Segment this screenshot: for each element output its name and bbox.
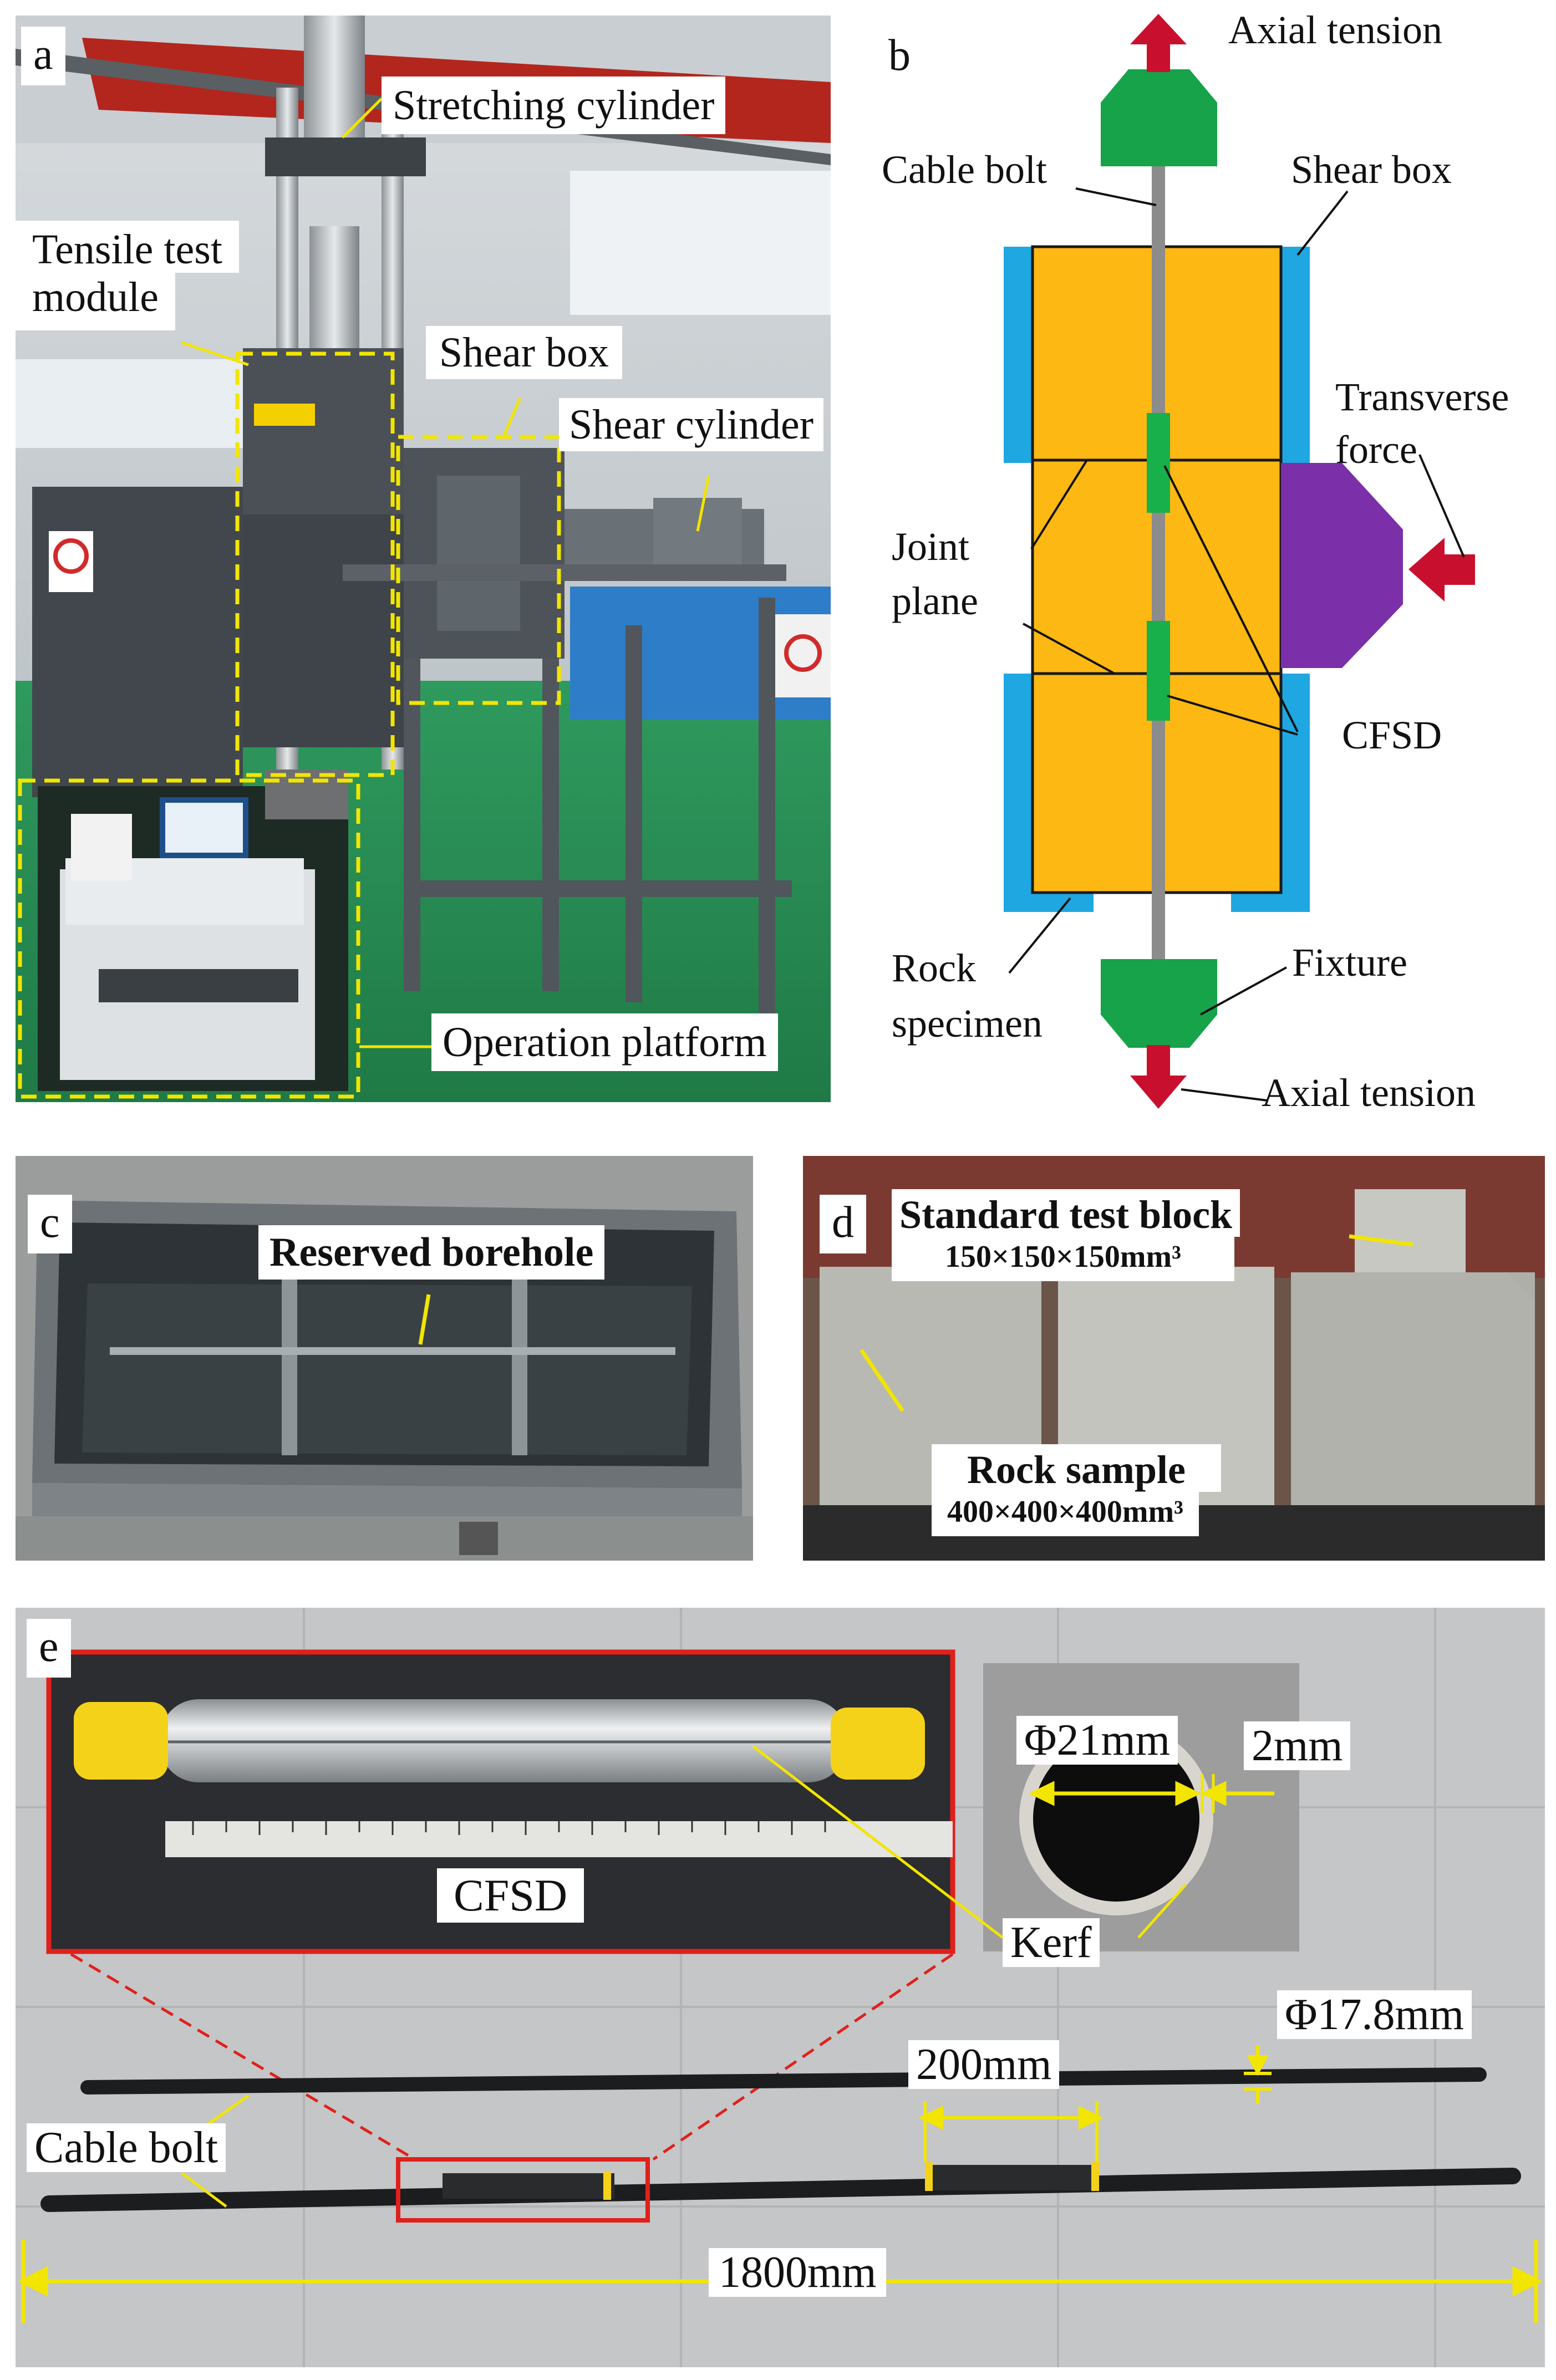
axial-tension-arrow-top bbox=[1130, 14, 1187, 72]
cfsd-segment-lower bbox=[1147, 621, 1170, 721]
shear-box-right-lower bbox=[1281, 674, 1310, 912]
label-joint-plane-line1: Joint bbox=[892, 524, 970, 569]
label-inner-diameter: Φ21mm bbox=[1016, 1716, 1178, 1765]
panel-c: c Reserved borehole bbox=[16, 1156, 753, 1561]
panel-b-letter: b bbox=[876, 28, 923, 86]
label-rock-specimen-line2: specimen bbox=[892, 1001, 1043, 1046]
leader-cable-bolt bbox=[1075, 187, 1157, 206]
label-axial-tension-bottom: Axial tension bbox=[1262, 1071, 1476, 1115]
label-rock-specimen-line1: Rock bbox=[892, 946, 976, 990]
label-wall-thickness: 2mm bbox=[1244, 1721, 1351, 1770]
shear-box-right-upper bbox=[1281, 247, 1310, 463]
label-reserved-borehole: Reserved borehole bbox=[258, 1225, 605, 1280]
panel-a-photo bbox=[16, 16, 831, 1102]
label-cable-diameter: Φ17.8mm bbox=[1277, 1990, 1472, 2039]
label-standard-test-block: Standard test block bbox=[892, 1189, 1240, 1237]
label-tensile-test-module-line2: module bbox=[16, 273, 175, 330]
leader-fixture bbox=[1200, 966, 1287, 1016]
panel-d: d Standard test block 150×150×150mm³ Roc… bbox=[803, 1156, 1545, 1561]
label-rock-sample-size: 400×400×400mm³ bbox=[932, 1492, 1199, 1536]
cfsd-end-cap-left bbox=[74, 1702, 168, 1780]
cfsd-on-cable-1 bbox=[443, 2173, 614, 2199]
fixture-bottom bbox=[1101, 959, 1217, 1048]
label-kerf: Kerf bbox=[1003, 1918, 1100, 1967]
cable-bolt-rod bbox=[1152, 166, 1165, 970]
leader-transverse-force bbox=[1418, 454, 1465, 558]
label-total-length: 1800mm bbox=[709, 2248, 887, 2297]
cfsd-segment-upper bbox=[1147, 413, 1170, 513]
label-rock-sample: Rock sample bbox=[932, 1444, 1221, 1492]
label-cfsd-b: CFSD bbox=[1342, 713, 1442, 757]
label-axial-tension-top: Axial tension bbox=[1228, 8, 1442, 52]
transverse-loading-block bbox=[1281, 463, 1403, 668]
leader-joint-plane-2 bbox=[1023, 623, 1115, 675]
cfsd-on-cable-2 bbox=[925, 2165, 1097, 2190]
label-fixture: Fixture bbox=[1292, 940, 1407, 985]
label-cable-bolt-e: Cable bolt bbox=[27, 2123, 226, 2172]
fixture-top bbox=[1101, 69, 1217, 166]
shear-box-right-lower-foot bbox=[1231, 893, 1310, 912]
panel-a-letter: a bbox=[21, 27, 65, 85]
cfsd-end-cap-right bbox=[831, 1708, 925, 1780]
cable-bolt-upper bbox=[80, 2067, 1487, 2094]
panel-e-letter: e bbox=[27, 1619, 71, 1678]
leader-cfsd-2 bbox=[1167, 695, 1298, 736]
cfsd-highlight-box bbox=[396, 2157, 650, 2223]
panel-d-letter: d bbox=[820, 1195, 866, 1253]
label-shear-box: Shear box bbox=[426, 326, 623, 379]
panel-b: b Axial tension Cable bolt Shear box Tra… bbox=[854, 0, 1556, 1125]
transverse-force-arrow bbox=[1408, 538, 1475, 602]
label-tensile-test-module-line1: Tensile test bbox=[16, 221, 239, 273]
label-shear-box-b: Shear box bbox=[1291, 147, 1452, 192]
label-cfsd-e: CFSD bbox=[437, 1868, 584, 1923]
leader-rock-specimen bbox=[1008, 897, 1071, 974]
shear-box-left-lower-foot bbox=[1033, 893, 1094, 912]
label-shear-cylinder: Shear cylinder bbox=[559, 398, 824, 451]
label-joint-plane-line2: plane bbox=[892, 579, 978, 623]
leader-cfsd-1 bbox=[1163, 465, 1299, 732]
leader-joint-plane-1 bbox=[1030, 459, 1088, 550]
label-cable-bolt-b: Cable bolt bbox=[882, 147, 1047, 192]
label-operation-platform: Operation platform bbox=[431, 1013, 778, 1071]
cable-bolt-lower bbox=[40, 2168, 1521, 2212]
leader-axial-tension-bottom bbox=[1181, 1088, 1268, 1102]
panel-c-photo bbox=[16, 1156, 753, 1561]
label-standard-test-block-size: 150×150×150mm³ bbox=[892, 1237, 1234, 1281]
shear-box-left-upper bbox=[1004, 247, 1033, 463]
label-transverse-force-line2: force bbox=[1335, 427, 1417, 472]
panel-a: a Stretching cylinder Tensile test modul… bbox=[16, 16, 831, 1102]
panel-a-annotations bbox=[18, 98, 710, 1099]
axial-tension-arrow-bottom bbox=[1130, 1045, 1187, 1109]
schematic-diagram bbox=[1004, 14, 1475, 1109]
panel-c-letter: c bbox=[28, 1195, 72, 1253]
label-transverse-force-line1: Transverse bbox=[1335, 375, 1509, 419]
shear-box-left-lower bbox=[1004, 674, 1033, 912]
leader-shear-box bbox=[1296, 190, 1349, 256]
panel-e: e CFSD Φ21mm 2mm Kerf Φ17.8mm 200mm Cabl… bbox=[16, 1608, 1545, 2367]
label-cfsd-length: 200mm bbox=[908, 2040, 1060, 2089]
label-stretching-cylinder: Stretching cylinder bbox=[382, 77, 726, 134]
